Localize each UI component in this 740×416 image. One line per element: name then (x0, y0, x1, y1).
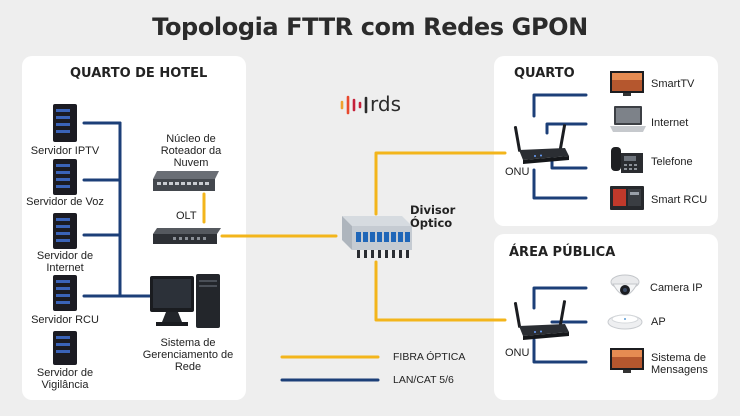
page-title: Topologia FTTR com Redes GPON (152, 13, 588, 41)
smart-rcu-panel-icon (610, 186, 644, 210)
smart-tv-icon (610, 71, 644, 96)
olt-icon (153, 228, 221, 244)
lan-area-camera (532, 286, 588, 310)
area-device-label-camera-ip: Camera IP (650, 282, 703, 294)
router-switch-icon (153, 171, 219, 191)
server-icon-voz (53, 159, 77, 195)
server-label-iptv: Servidor IPTV (30, 145, 100, 157)
lan-quarto-rcu (532, 168, 588, 200)
ip-camera-icon (610, 274, 640, 296)
quarto-device-label-smarttv: SmartTV (651, 78, 695, 90)
quarto-device-label-internet: Internet (651, 117, 689, 129)
lan-quarto-internet (545, 122, 588, 135)
quarto-device-label-smart-rcu: Smart RCU (651, 194, 708, 206)
telephone-icon (611, 147, 643, 173)
server-icon-rcu (53, 275, 77, 311)
onu-router-icon-quarto (513, 124, 569, 164)
area-device-label-mensagens: Sistema de Mensagens (651, 352, 708, 376)
area-publica-panel-title: ÁREA PÚBLICA (509, 245, 616, 260)
lan-quarto-upper (532, 93, 588, 118)
rds-logo-icon (340, 95, 368, 115)
server-label-internet: Servidor de Internet (36, 250, 94, 274)
onu-router-icon-area-publica (513, 300, 569, 340)
server-label-rcu: Servidor RCU (31, 314, 99, 326)
management-label: Sistema de Gerenciamento de Rede (142, 337, 234, 373)
quarto-device-label-telefone: Telefone (651, 156, 693, 168)
lan-area-mensagens (532, 338, 588, 364)
onu-label-area-publica: ONU (505, 347, 530, 359)
olt-label: OLT (176, 210, 197, 222)
quarto-panel-title: QUARTO (514, 66, 575, 81)
area-device-label-ap: AP (651, 316, 666, 328)
router-label: Núcleo de Roteador da Nuvem (160, 133, 222, 169)
management-computer-icon (150, 274, 220, 328)
splitter-label: Divisor Óptico (410, 203, 456, 230)
laptop-icon (610, 106, 646, 132)
server-icon-internet (53, 213, 77, 249)
server-label-voz: Servidor de Voz (26, 196, 104, 208)
server-icon-iptv (53, 104, 77, 142)
fiber-splitter-quarto (374, 151, 507, 216)
server-icon-vigilancia (53, 331, 77, 365)
rds-logo-text: rds (370, 92, 401, 116)
quarto-panel (494, 56, 718, 226)
fiber-splitter-area (374, 260, 507, 322)
onu-label-quarto: ONU (505, 166, 530, 178)
area-publica-panel (494, 234, 718, 400)
message-display-icon (610, 348, 644, 373)
legend-lan-label: LAN/CAT 5/6 (393, 374, 454, 386)
hotel-panel-title: QUARTO DE HOTEL (70, 66, 208, 81)
legend-fiber-label: FIBRA ÓPTICA (393, 351, 466, 363)
server-label-vigilancia: Servidor de Vigilância (36, 367, 94, 391)
optical-splitter-icon (342, 216, 412, 258)
access-point-icon (607, 314, 643, 330)
